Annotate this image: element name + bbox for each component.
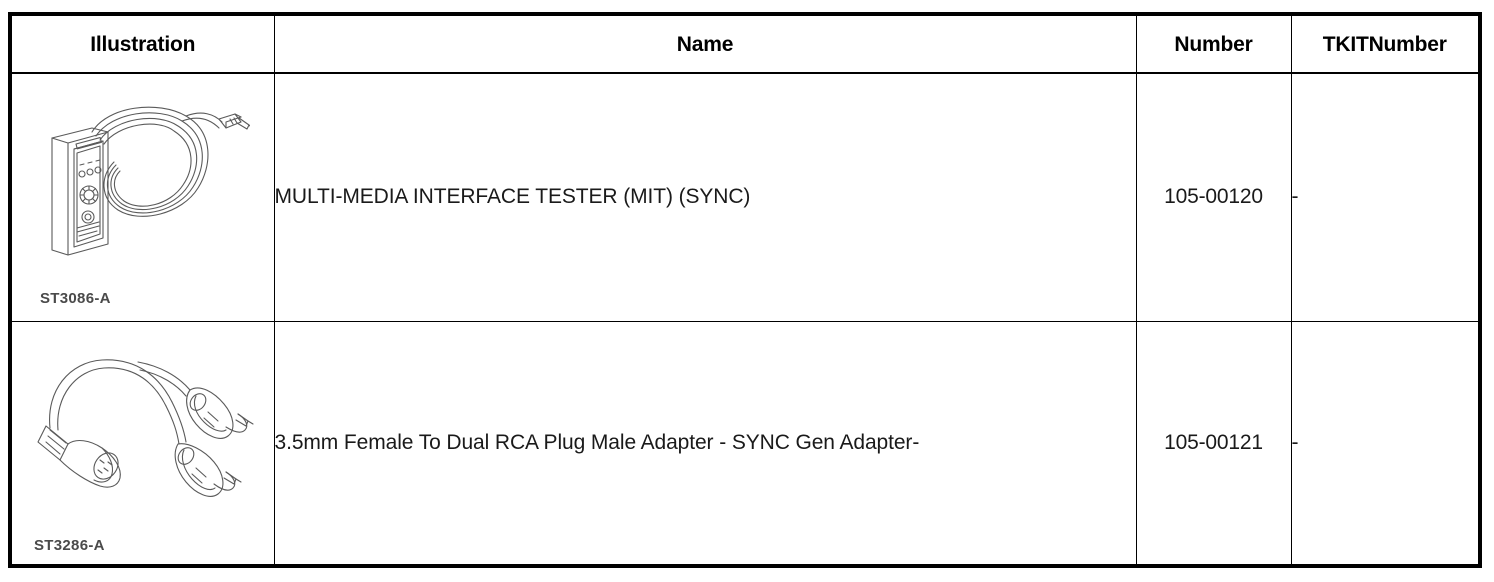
table-header-row: Illustration Name Number TKITNumber <box>9 13 1481 74</box>
cell-name: MULTI-MEDIA INTERFACE TESTER (MIT) (SYNC… <box>273 72 1137 322</box>
column-header-illustration: Illustration <box>9 13 275 74</box>
illustration-caption: ST3286-A <box>34 537 105 554</box>
cell-tkitnumber: - <box>1290 72 1481 322</box>
column-header-number: Number <box>1135 13 1292 74</box>
table-header: Illustration Name Number TKITNumber <box>9 13 1481 74</box>
illustration-caption: ST3086-A <box>40 289 111 307</box>
cell-illustration: ST3286-A <box>9 320 275 567</box>
table-row: ST3086-A MULTI-MEDIA INTERFACE TESTER (M… <box>9 72 1481 322</box>
column-header-tkitnumber: TKITNumber <box>1290 13 1481 74</box>
multimedia-interface-tester-line-art <box>30 92 250 262</box>
rca-adapter-cable-line-art <box>26 332 256 512</box>
special-tools-table: Illustration Name Number TKITNumber <box>8 12 1482 568</box>
table-body: ST3086-A MULTI-MEDIA INTERFACE TESTER (M… <box>9 72 1481 567</box>
cell-number: 105-00120 <box>1135 72 1292 322</box>
cell-name: 3.5mm Female To Dual RCA Plug Male Adapt… <box>273 320 1137 567</box>
column-header-name: Name <box>273 13 1137 74</box>
cell-number: 105-00121 <box>1135 320 1292 567</box>
cell-illustration: ST3086-A <box>9 72 275 322</box>
table-row: ST3286-A 3.5mm Female To Dual RCA Plug M… <box>9 320 1481 567</box>
cell-tkitnumber: - <box>1290 320 1481 567</box>
